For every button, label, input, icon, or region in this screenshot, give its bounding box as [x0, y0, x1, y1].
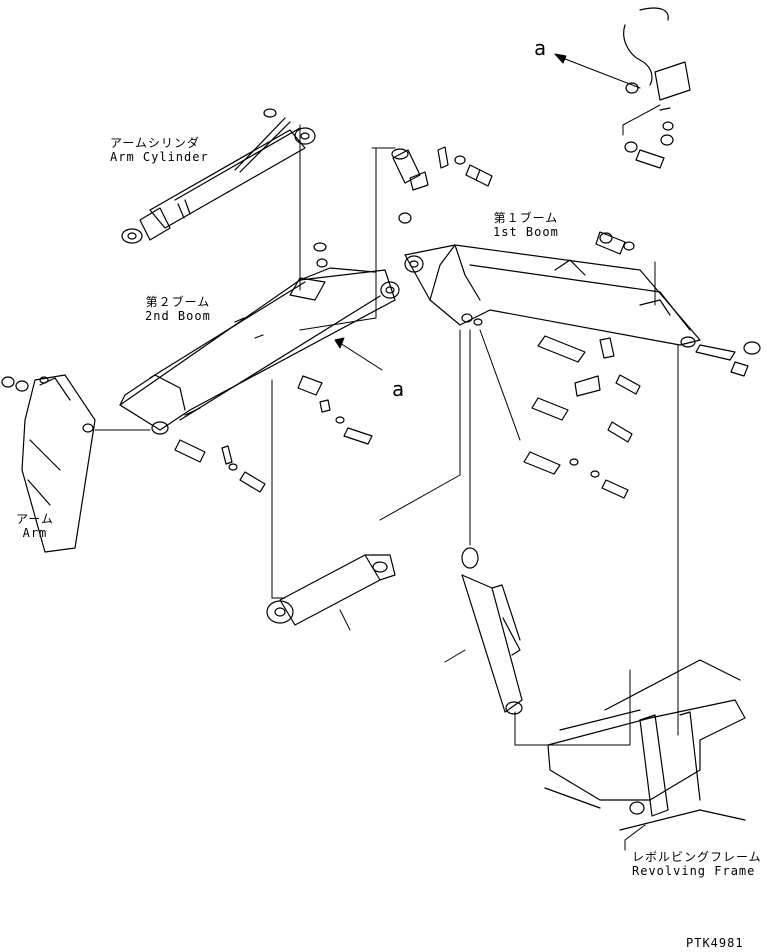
second-boom-label-jp: 第２ブーム	[145, 295, 211, 309]
view-marker-top: a	[534, 36, 547, 60]
first-boom-label: 第１ブーム 1st Boom	[493, 211, 559, 239]
arm-label-jp: アーム	[16, 512, 54, 526]
leader-lines	[94, 53, 679, 851]
pin-set-lower-left	[174, 375, 373, 493]
revolving-frame-label-en: Revolving Frame	[632, 864, 756, 878]
second-boom-label: 第２ブーム 2nd Boom	[145, 295, 211, 323]
revolving-frame-label: レボルビングフレーム Revolving Frame	[632, 850, 762, 878]
arm-label: アーム Arm	[16, 512, 54, 540]
arm-cylinder-label: アームシリンダ Arm Cylinder	[110, 136, 209, 164]
arm-cylinder-label-jp: アームシリンダ	[110, 136, 200, 150]
arm-cylinder-label-en: Arm Cylinder	[110, 150, 209, 164]
first-boom-label-en: 1st Boom	[493, 225, 559, 239]
wiring-harness	[623, 7, 691, 169]
revolving-frame-label-jp: レボルビングフレーム	[632, 850, 762, 864]
pin-set-right	[595, 231, 761, 377]
pin-set-top	[391, 146, 493, 191]
view-marker-mid: a	[392, 377, 405, 401]
drawing-code: PTK4981	[686, 936, 744, 950]
revolving-frame	[544, 659, 746, 831]
second-boom-label-en: 2nd Boom	[145, 309, 211, 323]
boom-cylinder-left	[266, 554, 396, 626]
boom-cylinder-right	[461, 547, 523, 715]
arm-label-en: Arm	[22, 526, 48, 540]
first-boom-label-jp: 第１ブーム	[493, 211, 559, 225]
first-boom	[398, 212, 701, 348]
second-boom	[119, 242, 400, 435]
arm-cylinder	[121, 108, 316, 244]
arm	[1, 374, 96, 553]
pin-set-center	[523, 335, 641, 499]
